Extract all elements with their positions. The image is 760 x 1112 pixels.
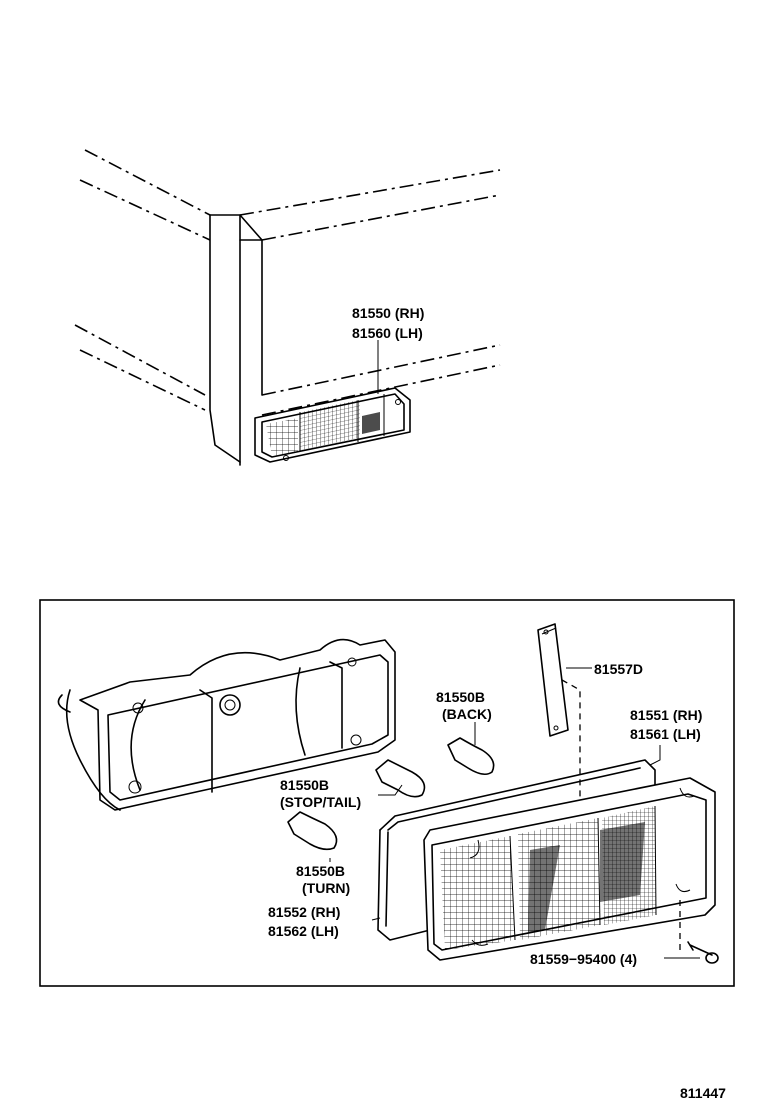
label-stop-text: (STOP/TAIL): [280, 794, 361, 810]
tail-lamp-assembly-installed: [254, 340, 411, 463]
label-stop-number: 81550B: [280, 777, 329, 793]
diagram-number: 811447: [680, 1085, 726, 1101]
label-gasket-rh: 81552 (RH): [268, 904, 340, 920]
label-back-number: 81550B: [436, 689, 485, 705]
bulb-back: [447, 737, 495, 776]
label-turn-text: (TURN): [302, 880, 350, 896]
label-lens-rh: 81551 (RH): [630, 707, 702, 723]
label-turn-number: 81550B: [296, 863, 345, 879]
bulb-stop-tail: [375, 759, 426, 798]
lamp-housing: [57, 638, 396, 811]
label-screw: 81559−95400 (4): [530, 951, 637, 967]
vehicle-rear-view: [74, 149, 501, 466]
gasket: [377, 759, 656, 941]
bulb-turn: [287, 811, 338, 851]
label-top-rh: 81550 (RH): [352, 305, 424, 321]
leader-lines: [329, 722, 700, 959]
label-81557d: 81557D: [594, 661, 643, 677]
lens: [423, 777, 716, 961]
exploded-view-frame: [39, 599, 735, 987]
label-top-lh: 81560 (LH): [352, 325, 423, 341]
screw: [679, 900, 719, 964]
socket-plate-81557d: [537, 623, 592, 820]
label-lens-lh: 81561 (LH): [630, 726, 701, 742]
label-back-text: (BACK): [442, 706, 492, 722]
label-gasket-lh: 81562 (LH): [268, 923, 339, 939]
